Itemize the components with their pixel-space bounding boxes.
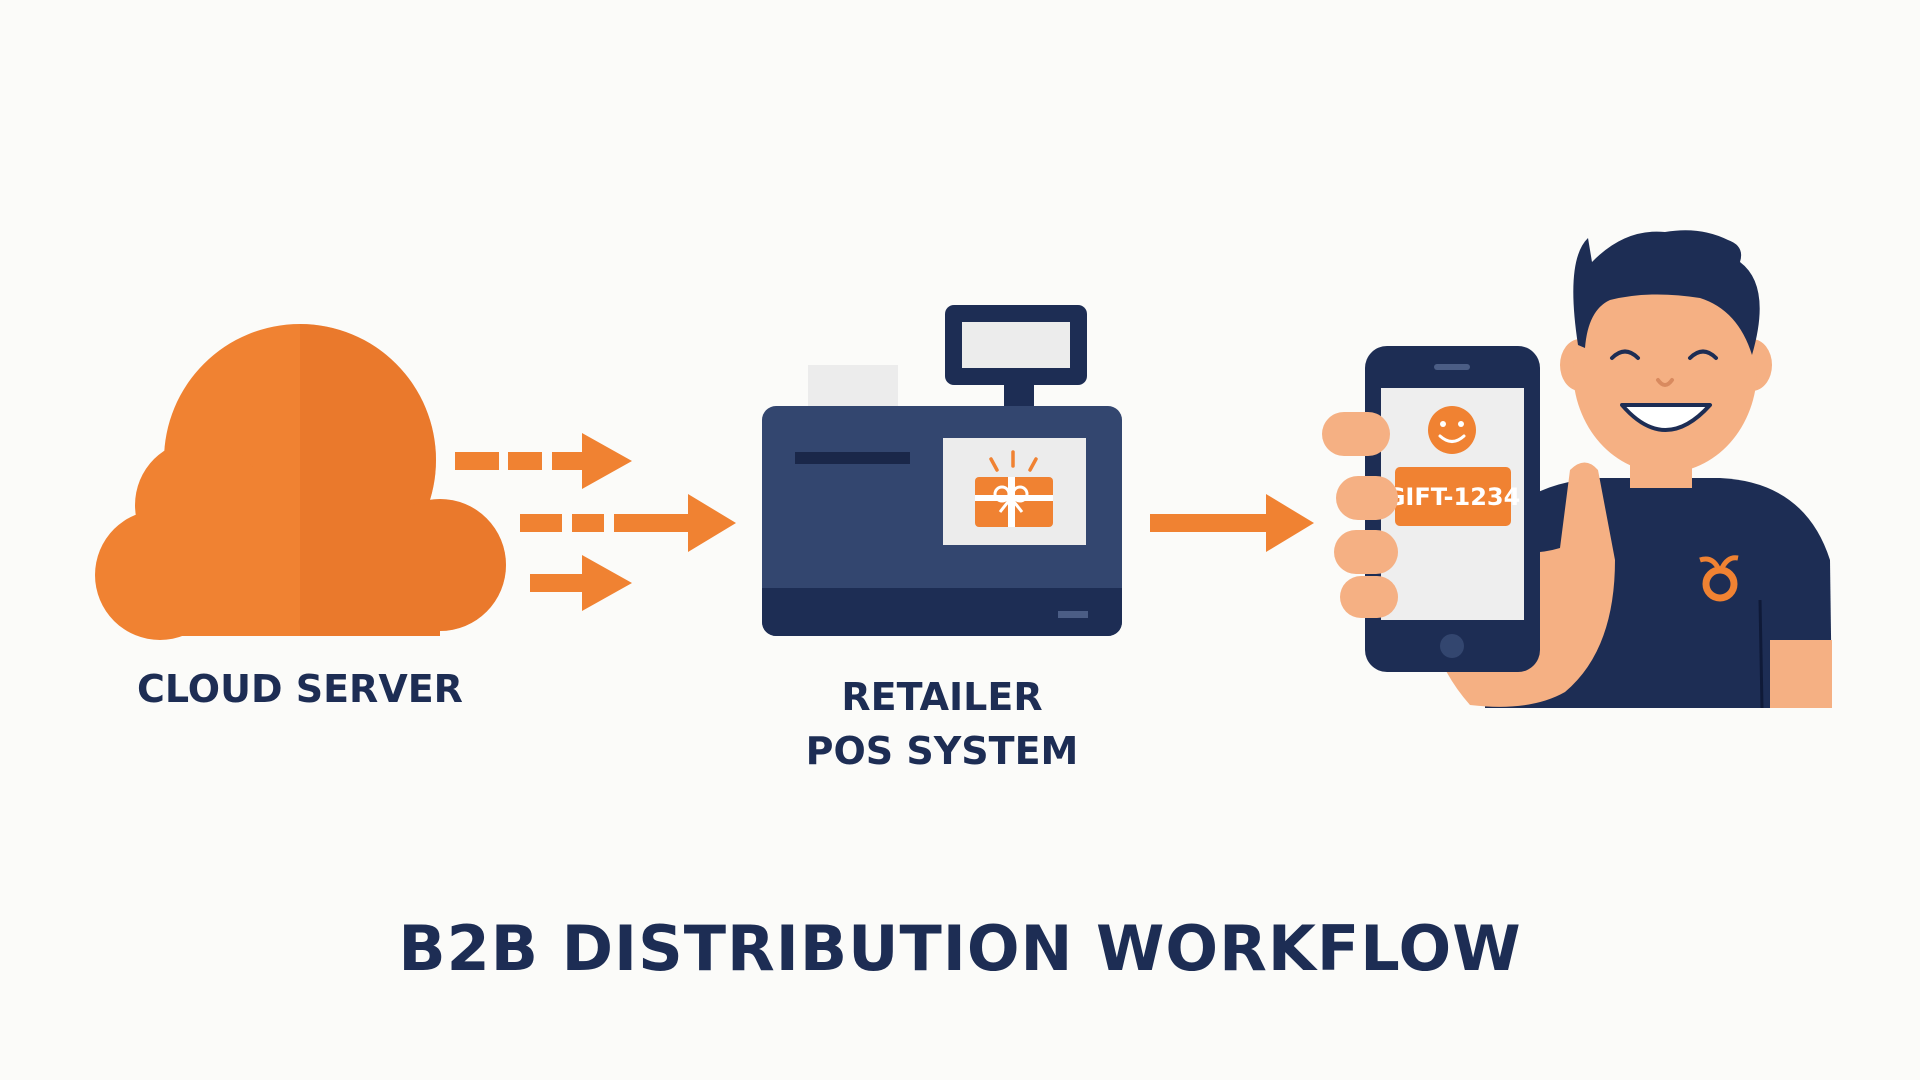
dashed-arrow-group <box>455 433 736 611</box>
gift-code-badge <box>1395 467 1511 526</box>
node-label-retailer-pos: RETAILER POS SYSTEM <box>742 670 1142 778</box>
solid-arrow <box>1150 494 1314 552</box>
person-with-phone-icon: GIFT-1234 <box>1322 230 1832 709</box>
dashed-arrow-bottom <box>530 555 632 611</box>
gift-code-text: GIFT-1234 <box>1386 483 1521 511</box>
node-label-retailer-pos-line-1: RETAILER <box>841 675 1043 719</box>
gift-card-icon <box>975 450 1053 527</box>
node-label-cloud-server: CLOUD SERVER <box>137 667 463 711</box>
dashed-arrow-top <box>455 433 632 489</box>
shirt-logo-icon <box>1699 555 1739 602</box>
cloud-icon <box>95 324 506 640</box>
diagram-title: B2B DISTRIBUTION WORKFLOW <box>398 912 1522 985</box>
smartphone-icon: GIFT-1234 <box>1365 346 1540 672</box>
node-label-retailer-pos-line-2: POS SYSTEM <box>805 729 1079 773</box>
smiley-icon <box>1428 406 1476 454</box>
dashed-arrow-middle <box>520 494 736 552</box>
fingers <box>1322 412 1398 618</box>
cash-register-icon <box>762 305 1122 636</box>
